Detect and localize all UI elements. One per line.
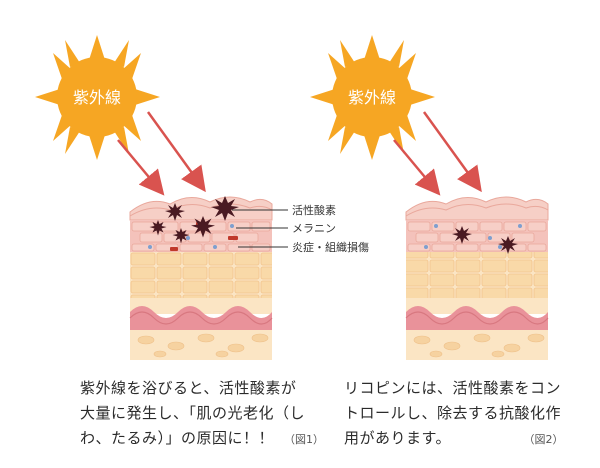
annotation-leaders: [232, 209, 288, 248]
uv-arrow: [393, 139, 441, 196]
figure-label: （図1）: [284, 433, 325, 446]
dermis: [130, 330, 272, 360]
active-oxygen-star: [149, 220, 167, 236]
skin-surface: [405, 196, 549, 221]
active-oxygen-stars: [452, 226, 518, 254]
sun-label: 紫外線: [348, 88, 396, 107]
spinous-layer: [406, 252, 548, 298]
sun-rays: [35, 35, 160, 160]
sun-label: 紫外線: [73, 88, 121, 107]
active-oxygen-star: [165, 203, 185, 221]
active-oxygen-star: [172, 228, 190, 244]
skin-surface: [129, 196, 273, 221]
uv-arrow: [422, 111, 482, 193]
label-inflammation: 炎症・組織損傷: [292, 240, 369, 254]
uv-arrow: [117, 139, 165, 196]
active-oxygen-star: [191, 216, 215, 238]
sun-body: [57, 57, 137, 137]
uv-arrows-left: [117, 111, 206, 196]
uv-arrows-right: [393, 111, 482, 196]
caption-text: わ、たるみ）」の原因に！！: [80, 429, 275, 447]
active-oxygen-star: [211, 196, 239, 221]
skin-section-right: [405, 196, 549, 360]
active-oxygen-star: [452, 226, 472, 244]
label-active-oxygen: 活性酸素: [292, 203, 336, 217]
sun-body: [332, 57, 412, 137]
dermis: [406, 330, 548, 360]
sun-left: 紫外線: [35, 35, 160, 160]
skin-section-left: [129, 196, 288, 360]
label-melanin: メラニン: [292, 222, 336, 235]
caption-line: 紫外線を浴びると、活性酸素が: [80, 379, 297, 397]
caption-line: リコピンには、活性酸素をコン: [344, 379, 562, 397]
caption-left: 紫外線を浴びると、活性酸素が 大量に発生し、「肌の光老化（し わ、たるみ）」の原…: [80, 376, 324, 452]
caption-line: 用があります。 （図2）: [344, 426, 564, 452]
caption-line: わ、たるみ）」の原因に！！ （図1）: [80, 426, 324, 452]
uv-arrow: [146, 111, 206, 193]
sun-right: 紫外線: [310, 35, 435, 160]
caption-text: 用があります。: [344, 429, 452, 447]
caption-line: トロールし、除去する抗酸化作: [344, 404, 562, 422]
figure-label: （図2）: [529, 433, 564, 446]
spinous-layer: [130, 252, 272, 298]
melanin-dots: [424, 224, 522, 249]
caption-right: リコピンには、活性酸素をコン トロールし、除去する抗酸化作 用があります。 （図2…: [344, 376, 564, 452]
active-oxygen-star: [498, 236, 518, 254]
active-oxygen-stars: [149, 196, 239, 244]
caption-line: 大量に発生し、「肌の光老化（し: [80, 404, 306, 422]
